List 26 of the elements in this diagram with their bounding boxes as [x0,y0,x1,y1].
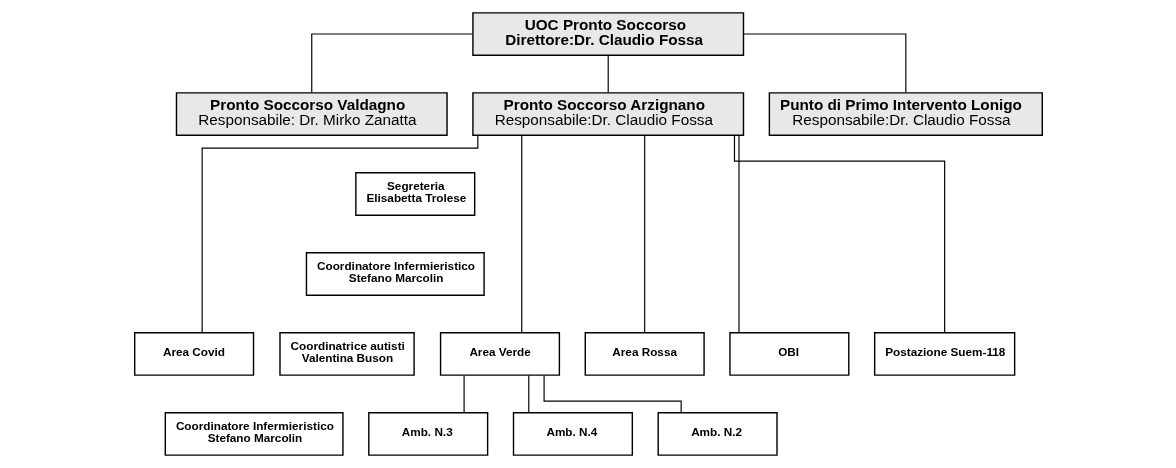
node-box: Area Rossa [584,332,705,376]
connector [643,134,645,334]
node-box: Amb. N.2 [657,412,778,456]
node-box: Area Verde [439,332,560,376]
connector [737,134,740,334]
node-box: Postazione Suem-118 [873,332,1015,376]
node-box: UOC Pronto Soccorso Direttore:Dr. Claudio Fossa [471,12,744,56]
connector [310,33,473,94]
connector [463,374,465,414]
node-box: Coordinatore Infermieristico Stefano Marcolin [305,252,485,296]
node-box: Area Covid [133,332,254,376]
node-box: Pronto Soccorso Valdagno Responsabile: Dr. Mirko Zanatta [175,92,448,136]
node-box: Coordinatore Infermieristico Stefano Marcolin [164,412,344,456]
node-box: Punto di Primo Intervento Lonigo Responsabile:Dr. Claudio Fossa [768,92,1043,136]
node-box: Amb. N.3 [367,412,488,456]
connector [607,54,609,94]
node-box: Pronto Soccorso Arzignano Responsabile:Dr. Claudio Fossa [471,92,744,136]
node-box: Segreteria Elisabetta Trolese [354,172,475,216]
connector [543,374,682,414]
connector [742,33,906,94]
node-box: Amb. N.4 [512,412,633,456]
connector [520,134,522,334]
node-box: Coordinatrice autisti Valentina Buson [278,332,415,376]
connector [733,134,945,334]
node-box: OBI [728,332,849,376]
connector [527,374,529,414]
